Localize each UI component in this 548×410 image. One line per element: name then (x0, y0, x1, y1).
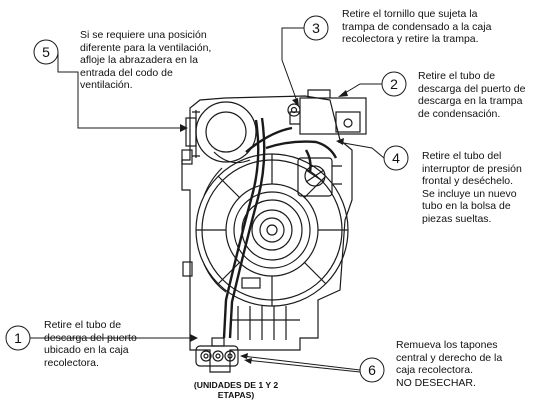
callout-number-2: 2 (390, 76, 398, 92)
arrow-4 (336, 138, 344, 145)
callout-number-5: 5 (42, 44, 50, 60)
leader-6b (245, 359, 361, 373)
leader-lines (30, 27, 385, 373)
callout-number-3: 3 (312, 20, 320, 36)
step-1-text: Retire el tubo de descarga del puerto ub… (44, 319, 137, 369)
leader-5 (57, 52, 186, 129)
callout-number-6: 6 (368, 362, 376, 378)
arrow-6a (240, 353, 248, 359)
arrow-5 (180, 124, 188, 132)
step-2-text: Retire el tubo de descarga del puerto de… (418, 70, 526, 120)
leader-3 (281, 27, 304, 105)
step-6-text: Remueva los tapones central y derecho de… (396, 339, 503, 389)
vent-elbow (185, 101, 257, 164)
pressure-switch (297, 157, 342, 197)
step-5-text: Si se requiere una posición diferente pa… (80, 29, 212, 92)
housing-ribs (230, 306, 300, 340)
arrow-3 (292, 98, 299, 107)
arrow-2 (338, 90, 348, 97)
collector-box-ports (195, 337, 239, 367)
arrow-6b (244, 358, 252, 364)
tubes (222, 117, 338, 339)
condensate-trap (287, 89, 367, 135)
arrow-1 (190, 334, 198, 342)
arrowheads (180, 90, 348, 364)
back-plate (181, 95, 353, 373)
figure-caption: (UNIDADES DE 1 Y 2 ETAPAS) (193, 380, 279, 400)
callout-number-1: 1 (14, 330, 22, 346)
step-4-text: Retire el tubo del interruptor de presió… (422, 150, 522, 225)
leader-6a (241, 355, 361, 371)
step-3-text: Retire el tornillo que sujeta la trampa … (342, 8, 492, 46)
callout-number-4: 4 (392, 150, 400, 166)
leader-4 (337, 141, 385, 159)
blower-housing (195, 153, 349, 307)
